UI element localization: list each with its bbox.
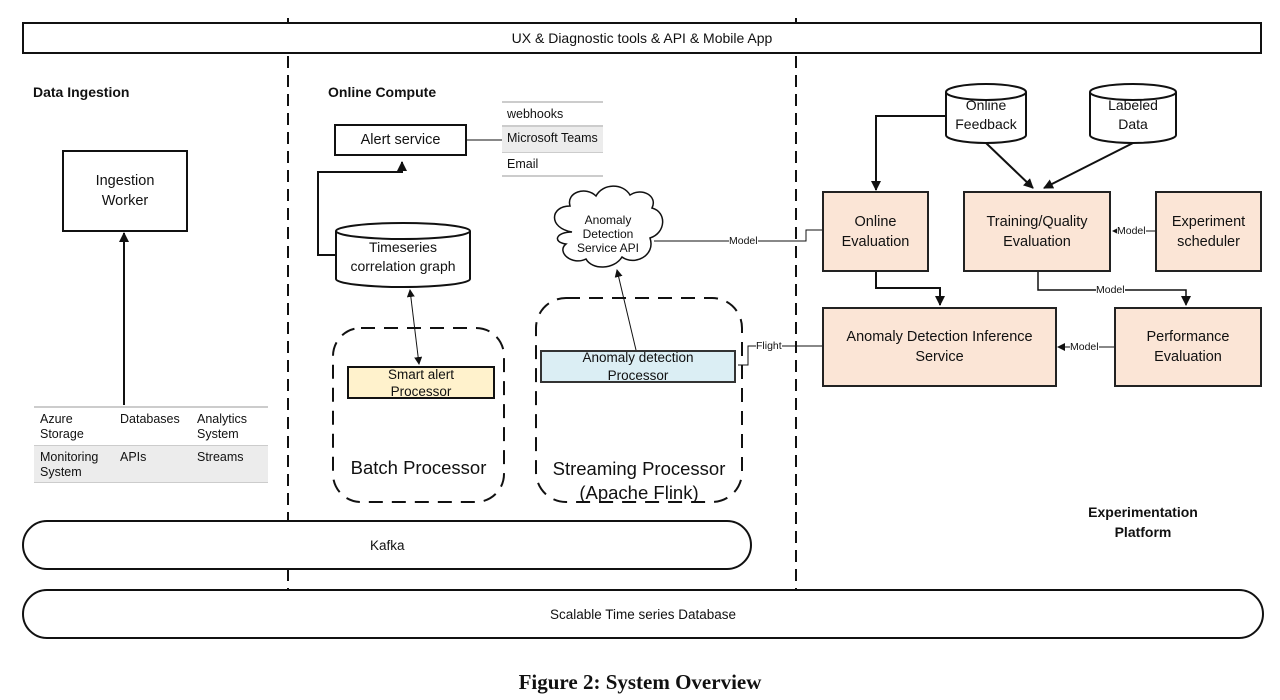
edge-label-model-performance: Model [1096,284,1125,296]
ux-tools-bar: UX & Diagnostic tools & API & Mobile App [22,22,1262,54]
online-feedback-label: Online Feedback [955,97,1017,132]
kafka-label: Kafka [370,538,405,553]
timeseries-cylinder [335,222,471,288]
edge-label-model-inference: Model [1070,341,1099,353]
labeled-data-cylinder [1089,83,1177,144]
experimentation-platform-title: Experimentation Platform [1088,504,1198,540]
ingestion-worker-box: Ingestion Worker [62,150,188,232]
source-databases: Databases [120,412,180,426]
streaming-processor-label: Streaming Processor (Apache Flink) [552,458,726,503]
performance-evaluation-box: Performance Evaluation [1114,307,1262,387]
source-analytics-system: Analytics System [197,412,248,441]
source-azure-storage: Azure Storage [40,412,84,441]
smart-alert-processor-label: Smart alert Processor [387,366,455,399]
smart-alert-processor-box: Smart alert Processor [347,366,495,399]
channel-microsoft-teams: Microsoft Teams [507,131,598,145]
anomaly-api-label: Anomaly Detection Service API [576,213,640,255]
training-quality-evaluation-box: Training/Quality Evaluation [963,191,1111,272]
online-compute-title: Online Compute [328,84,437,100]
edge-label-flight: Flight [756,340,782,352]
channel-shade [502,127,603,152]
source-apis: APIs [120,450,147,464]
channel-email: Email [507,157,539,171]
edge-label-model-scheduler: Model [1117,225,1146,237]
kafka-bus: Kafka [22,520,752,570]
figure-caption: Figure 2: System Overview [518,670,762,694]
training-quality-evaluation-label: Training/Quality Evaluation [986,213,1088,250]
time-series-database: Scalable Time series Database [22,589,1264,639]
performance-evaluation-label: Performance Evaluation [1146,329,1230,365]
anomaly-detection-processor-label: Anomaly detection Processor [582,349,694,383]
inference-service-box: Anomaly Detection Inference Service [822,307,1057,387]
source-monitoring-system: Monitoring System [40,450,99,479]
data-ingestion-title: Data Ingestion [33,84,130,100]
online-evaluation-label: Online Evaluation [841,213,910,250]
experiment-scheduler-label: Experiment scheduler [1171,213,1246,250]
anomaly-detection-processor-box: Anomaly detection Processor [540,350,736,383]
online-evaluation-box: Online Evaluation [822,191,929,272]
database-label: Scalable Time series Database [549,607,737,622]
alert-service-box: Alert service [334,124,467,156]
alert-service-label: Alert service [360,132,441,148]
channel-webhooks: webhooks [507,107,564,121]
sources-row-shade [34,446,268,482]
timeseries-graph-label: Timeseries correlation graph [350,239,456,274]
inference-service-label: Anomaly Detection Inference Service [846,329,1033,365]
experiment-scheduler-box: Experiment scheduler [1155,191,1262,272]
ux-tools-label: UX & Diagnostic tools & API & Mobile App [511,30,773,46]
online-feedback-cylinder [945,83,1027,144]
edge-label-model-api: Model [729,235,758,247]
ingestion-worker-label: Ingestion Worker [95,173,155,209]
source-streams: Streams [197,450,244,464]
labeled-data-label: Labeled Data [1108,97,1158,132]
batch-processor-label: Batch Processor [350,457,487,478]
